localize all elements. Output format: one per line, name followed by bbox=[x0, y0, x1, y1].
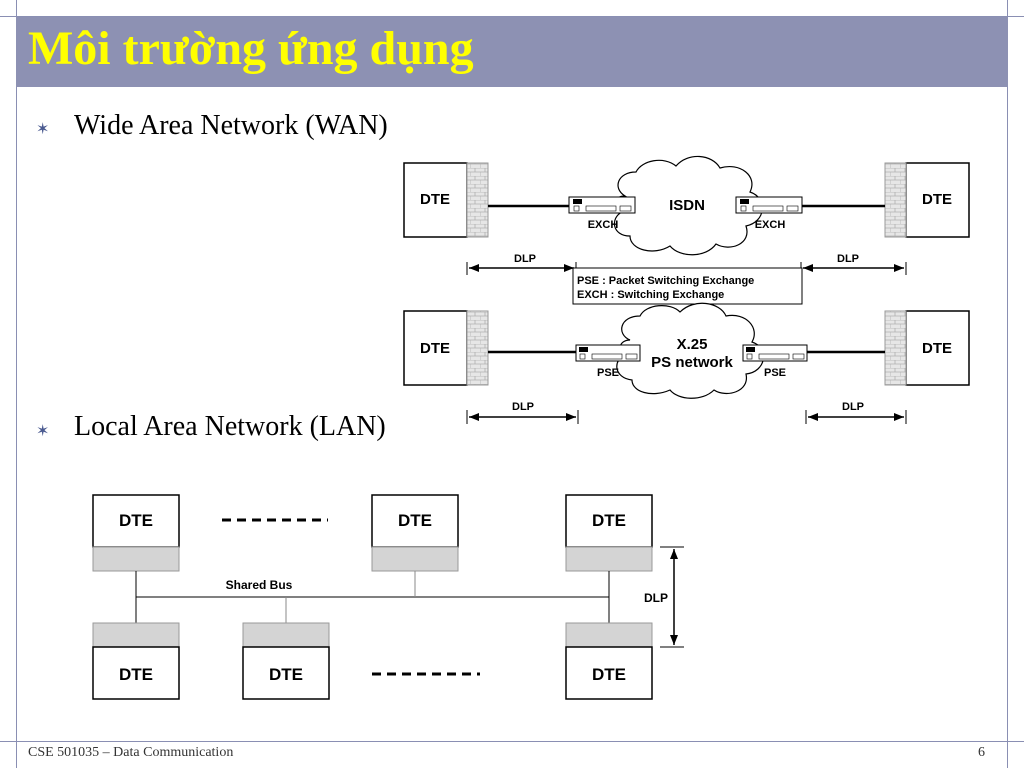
interface-wall bbox=[884, 162, 907, 238]
exch-label: EXCH bbox=[588, 219, 619, 231]
bullet-lan: Local Area Network (LAN) bbox=[74, 411, 386, 442]
interface-unit bbox=[242, 622, 330, 648]
dte-label: DTE bbox=[269, 665, 303, 684]
legend-pse: PSE : Packet Switching Exchange bbox=[577, 275, 754, 287]
page-number: 6 bbox=[978, 745, 985, 760]
footer-course: CSE 501035 – Data Communication bbox=[28, 745, 234, 760]
frame-bottom-line bbox=[0, 741, 1024, 742]
dte-label: DTE bbox=[922, 340, 952, 357]
isdn-cloud-label: ISDN bbox=[669, 197, 705, 214]
dte-box bbox=[371, 494, 459, 548]
interface-wall bbox=[466, 162, 489, 238]
pse-label: PSE bbox=[597, 367, 619, 379]
exch-switch-right bbox=[735, 196, 803, 214]
dte-label: DTE bbox=[420, 191, 450, 208]
interface-unit bbox=[371, 546, 459, 572]
bullet-icon: ✶ bbox=[36, 421, 50, 440]
dte-label: DTE bbox=[119, 665, 153, 684]
title-bar: Môi trường ứng dụng bbox=[16, 17, 1008, 87]
frame-left-line bbox=[16, 0, 17, 768]
exch-label: EXCH bbox=[755, 219, 786, 231]
x25-cloud-label: X.25 bbox=[677, 336, 708, 353]
x25-cloud-label: PS network bbox=[651, 354, 733, 371]
interface-unit bbox=[565, 622, 653, 648]
dlp-label: DLP bbox=[514, 253, 536, 265]
dte-label: DTE bbox=[592, 665, 626, 684]
pse-label: PSE bbox=[764, 367, 786, 379]
exch-switch-left bbox=[568, 196, 636, 214]
wan-isdn-diagram: DTE DTE ISDN EXCH EXCH DLP bbox=[403, 155, 970, 305]
dte-label: DTE bbox=[922, 191, 952, 208]
dlp-label: DLP bbox=[842, 401, 864, 413]
frame-top-line bbox=[0, 16, 1024, 17]
interface-unit bbox=[92, 546, 180, 572]
bullet-wan: Wide Area Network (WAN) bbox=[74, 110, 388, 141]
isdn-cloud bbox=[613, 155, 763, 256]
pse-switch-right bbox=[742, 344, 808, 362]
lan-diagram: DTE DTE DTE Shared Bus DTE DTE DTE DLP bbox=[92, 494, 684, 700]
dte-label: DTE bbox=[119, 511, 153, 530]
slide-title: Môi trường ứng dụng bbox=[28, 22, 474, 75]
dte-box bbox=[403, 310, 468, 386]
dte-box bbox=[565, 646, 653, 700]
legend-box bbox=[572, 267, 803, 305]
wan-x25-diagram: DTE DTE X.25 PS network PSE PSE DLP bbox=[403, 302, 970, 424]
dte-box bbox=[905, 162, 970, 238]
frame-right-line bbox=[1007, 0, 1008, 768]
dte-box bbox=[565, 494, 653, 548]
bullet-icon: ✶ bbox=[36, 119, 50, 138]
dte-label: DTE bbox=[420, 340, 450, 357]
interface-unit bbox=[565, 546, 653, 572]
dte-box bbox=[905, 310, 970, 386]
interface-wall bbox=[884, 310, 907, 386]
interface-unit bbox=[92, 622, 180, 648]
dlp-label: DLP bbox=[837, 253, 859, 265]
shared-bus-label: Shared Bus bbox=[226, 578, 293, 592]
dte-label: DTE bbox=[592, 511, 626, 530]
dlp-label: DLP bbox=[644, 591, 668, 605]
legend-exch: EXCH : Switching Exchange bbox=[577, 289, 724, 301]
pse-switch-left bbox=[575, 344, 641, 362]
dlp-label: DLP bbox=[512, 401, 534, 413]
dte-label: DTE bbox=[398, 511, 432, 530]
x25-cloud bbox=[616, 302, 764, 399]
interface-wall bbox=[466, 310, 489, 386]
dte-box bbox=[92, 646, 180, 700]
dte-box bbox=[242, 646, 330, 700]
